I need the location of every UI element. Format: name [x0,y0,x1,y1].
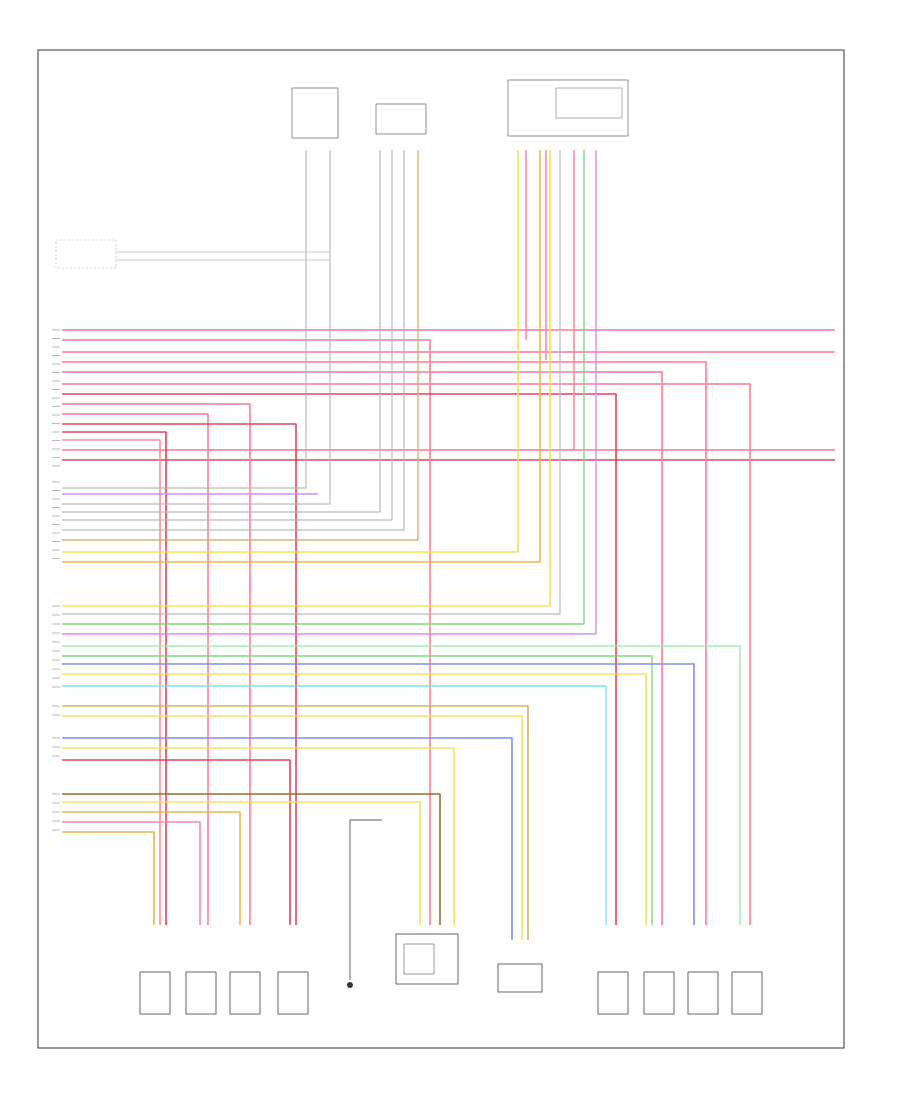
bottom-components-layer [139,819,763,1015]
bottom-sensor [497,963,543,993]
wire-41 [62,831,155,925]
wire-30 [62,673,647,925]
fuel-injectors-right-group [597,971,763,1015]
wire-17 [62,150,381,513]
wire-19 [62,150,405,531]
wire-36 [62,759,291,925]
high-pressure-fuel-pump [395,933,459,985]
wire-25 [62,150,585,625]
wire-4 [62,339,431,925]
wire-35 [62,747,455,925]
fuel-injectors-left-group [139,971,309,1015]
wire-13 [62,439,161,925]
wire-32 [62,705,529,940]
wire-20 [62,150,419,541]
left-small-module [55,239,330,269]
wire-39 [62,811,241,925]
wire-6 [62,371,663,925]
wire-10 [62,413,209,925]
wire-7 [62,383,751,925]
wire-31 [62,685,607,925]
ground-symbol [347,819,382,988]
top-sensor-1 [291,87,339,139]
wire-12 [62,431,167,925]
wire-28 [62,655,653,925]
wire-14 [62,150,307,489]
wire-22 [62,150,541,563]
wire-29 [62,663,695,925]
top-module [507,79,629,137]
wire-37 [62,793,441,925]
engine-module-connector-pins [52,329,60,831]
wire-8 [62,393,617,925]
diagram-border [37,49,845,1049]
wire-40 [62,821,201,925]
wire-21 [62,150,519,553]
wire-33 [62,715,523,940]
wire-18 [62,150,393,521]
wire-9 [62,403,251,925]
wire-38 [62,801,421,925]
wires-layer [62,150,835,940]
wire-11 [62,423,297,925]
wire-24 [62,150,561,615]
wire-16 [62,150,331,505]
wire-26 [62,150,597,635]
wire-27 [62,645,741,925]
wire-34 [62,737,513,940]
top-sensor-2 [375,103,427,135]
wire-23 [62,150,551,607]
wire-5 [62,361,707,925]
